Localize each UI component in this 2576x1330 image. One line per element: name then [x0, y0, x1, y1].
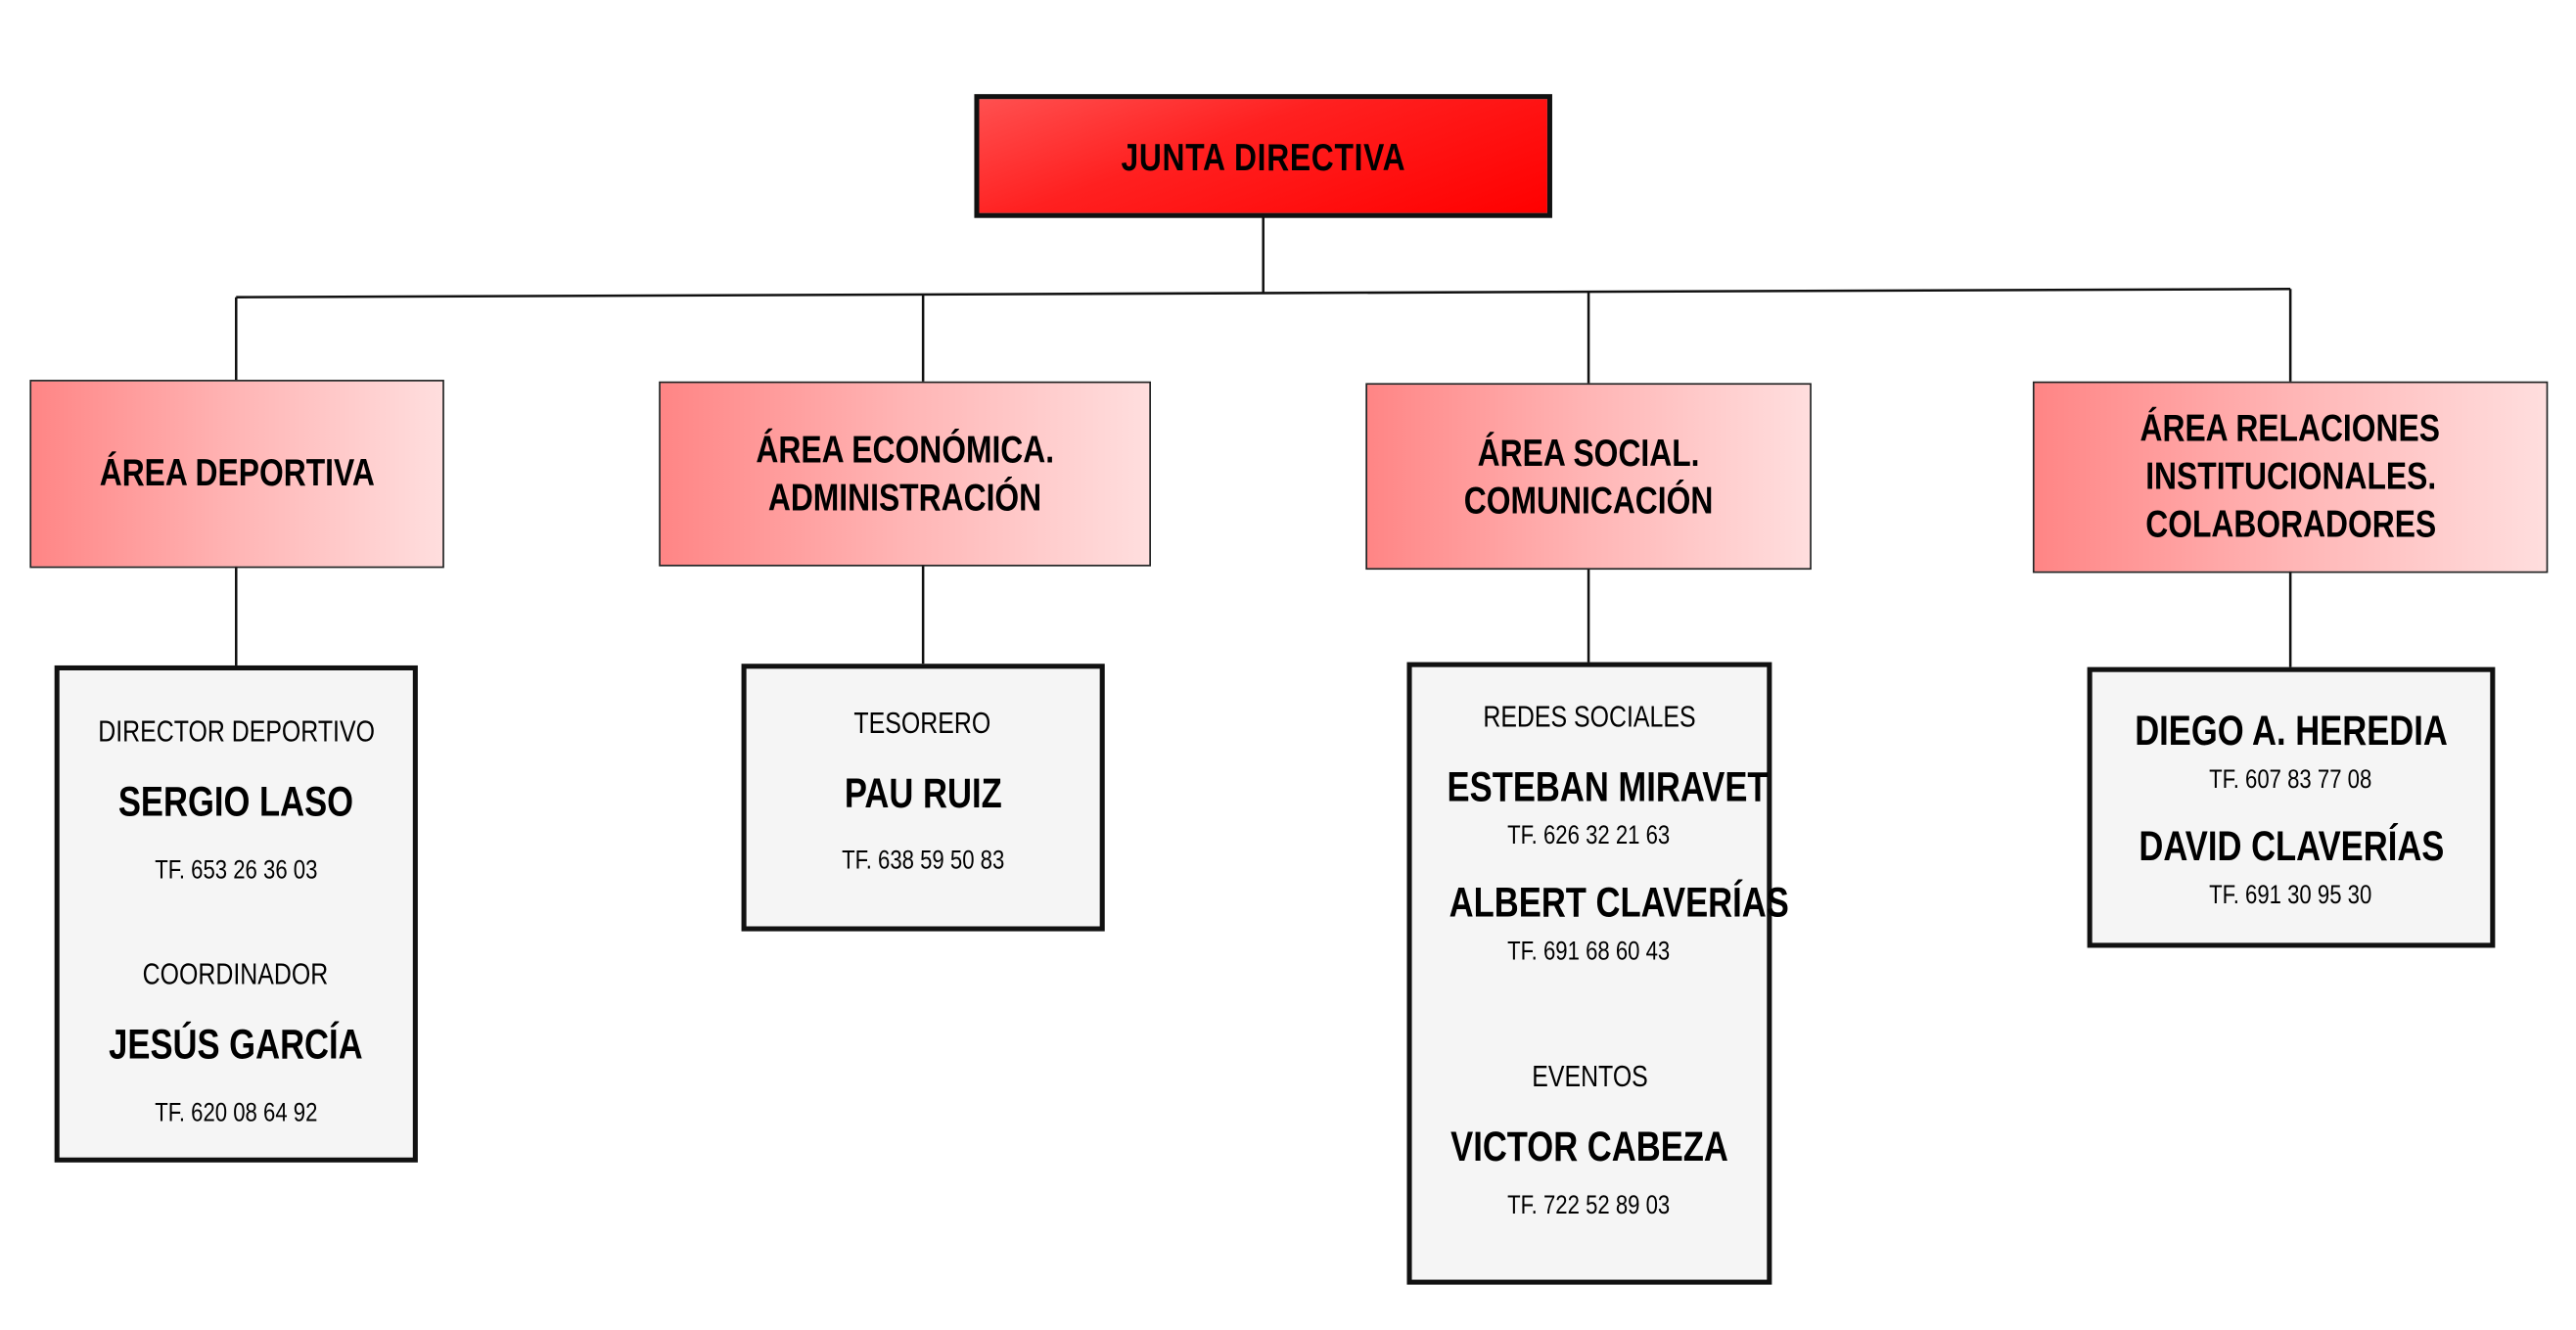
area-relaciones-box: ÁREA RELACIONES INSTITUCIONALES. COLABOR… — [2032, 381, 2549, 573]
member-name: PAU RUIZ — [844, 770, 1002, 818]
member-phone: TF. 691 68 60 43 — [1507, 938, 1672, 967]
area-economica-box: ÁREA ECONÓMICA. ADMINISTRACIÓN — [659, 381, 1151, 567]
area-title: ÁREA DEPORTIVA — [99, 450, 375, 494]
member-name: DAVID CLAVERÍAS — [2138, 823, 2444, 871]
area-title: ÁREA ECONÓMICA. — [756, 427, 1054, 471]
area-title: ÁREA SOCIAL. — [1477, 431, 1700, 475]
member-name: VICTOR CABEZA — [1450, 1124, 1728, 1171]
area-social-box: ÁREA SOCIAL. COMUNICACIÓN — [1365, 383, 1812, 571]
member-name: ALBERT CLAVERÍAS — [1449, 880, 1789, 927]
economica-members-box: TESORERO PAU RUIZ TF. 638 59 50 83 — [741, 664, 1105, 932]
role-label: TESORERO — [854, 707, 992, 740]
role-label: DIRECTOR DEPORTIVO — [97, 714, 375, 749]
area-title: COMUNICACIÓN — [1463, 479, 1714, 523]
member-phone: TF. 653 26 36 03 — [155, 856, 318, 886]
member-phone: TF. 620 08 64 92 — [155, 1099, 318, 1128]
member-phone: TF. 691 30 95 30 — [2209, 881, 2373, 910]
member-phone: TF. 722 52 89 03 — [1507, 1192, 1672, 1220]
member-phone: TF. 626 32 21 63 — [1507, 822, 1672, 850]
member-name: SERGIO LASO — [118, 779, 354, 826]
role-label: EVENTOS — [1531, 1060, 1648, 1093]
junta-directiva-label: JUNTA DIRECTIVA — [1121, 135, 1406, 179]
member-phone: TF. 607 83 77 08 — [2209, 765, 2373, 795]
area-title: ÁREA RELACIONES — [2139, 406, 2441, 449]
area-title: INSTITUCIONALES. — [2144, 453, 2436, 497]
social-members-box: REDES SOCIALES ESTEBAN MIRAVET TF. 626 3… — [1406, 662, 1789, 1285]
role-label: REDES SOCIALES — [1483, 700, 1696, 734]
role-label: COORDINADOR — [143, 957, 330, 991]
connector — [236, 287, 2291, 298]
member-phone: TF. 638 59 50 83 — [842, 847, 1005, 876]
junta-directiva-box: JUNTA DIRECTIVA — [974, 94, 1552, 218]
area-deportiva-box: ÁREA DEPORTIVA — [29, 380, 444, 569]
member-name: DIEGO A. HEREDIA — [2135, 708, 2448, 756]
member-name: ESTEBAN MIRAVET — [1447, 764, 1769, 811]
relaciones-members-box: DIEGO A. HEREDIA TF. 607 83 77 08 DAVID … — [2087, 666, 2496, 948]
member-name: JESÚS GARCÍA — [109, 1022, 363, 1069]
area-title: ADMINISTRACIÓN — [767, 475, 1042, 519]
area-title: COLABORADORES — [2144, 501, 2436, 545]
deportiva-members-box: DIRECTOR DEPORTIVO SERGIO LASO TF. 653 2… — [54, 665, 418, 1163]
